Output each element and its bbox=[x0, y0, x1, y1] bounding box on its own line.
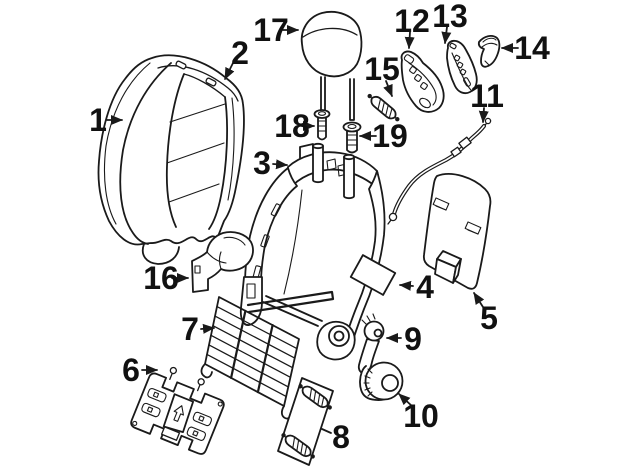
callout-15[interactable]: 15 bbox=[364, 51, 400, 97]
callout-number-2[interactable]: 2 bbox=[231, 35, 249, 71]
part-trim-cap bbox=[477, 35, 501, 68]
callout-arrow bbox=[200, 323, 215, 334]
callout-number-17[interactable]: 17 bbox=[253, 12, 289, 48]
callout-number-5[interactable]: 5 bbox=[480, 300, 498, 336]
callout-number-12[interactable]: 12 bbox=[394, 3, 430, 39]
callout-11[interactable]: 11 bbox=[470, 78, 504, 123]
callout-number-10[interactable]: 10 bbox=[403, 398, 439, 434]
callout-3[interactable]: 3 bbox=[253, 145, 288, 181]
callout-6[interactable]: 6 bbox=[122, 352, 158, 388]
part-back-panel bbox=[422, 173, 492, 290]
callout-14[interactable]: 14 bbox=[501, 30, 550, 66]
callout-1[interactable]: 1 bbox=[89, 102, 123, 138]
part-adjuster-knob bbox=[359, 361, 404, 401]
part-guide-sleeve bbox=[342, 121, 362, 154]
callout-number-11[interactable]: 11 bbox=[470, 78, 504, 114]
callout-arrow bbox=[383, 80, 393, 97]
callout-number-7[interactable]: 7 bbox=[181, 311, 199, 347]
part-side-shield-inner bbox=[446, 39, 478, 95]
callout-7[interactable]: 7 bbox=[181, 311, 215, 347]
callout-8[interactable]: 8 bbox=[321, 419, 350, 455]
callout-number-15[interactable]: 15 bbox=[364, 51, 400, 87]
part-side-shield-outer bbox=[400, 50, 445, 113]
callout-arrow bbox=[398, 393, 414, 408]
part-guide-pin bbox=[313, 109, 331, 141]
callout-number-1[interactable]: 1 bbox=[89, 102, 107, 138]
callout-arrow bbox=[473, 292, 485, 308]
callout-number-3[interactable]: 3 bbox=[253, 145, 271, 181]
callout-2[interactable]: 2 bbox=[224, 35, 249, 80]
part-seat-back-frame bbox=[239, 142, 386, 361]
callout-13[interactable]: 13 bbox=[432, 0, 468, 44]
part-spring-kit bbox=[277, 377, 336, 466]
callout-number-9[interactable]: 9 bbox=[404, 321, 422, 357]
callout-16[interactable]: 16 bbox=[143, 260, 189, 296]
callout-arrow bbox=[404, 31, 415, 49]
callout-number-4[interactable]: 4 bbox=[416, 269, 434, 305]
part-headrest bbox=[300, 11, 363, 121]
callout-4[interactable]: 4 bbox=[399, 269, 434, 305]
part-recliner-cover bbox=[191, 231, 254, 293]
part-lumbar-support-plate bbox=[130, 366, 225, 455]
part-label-patch bbox=[349, 254, 397, 296]
part-release-cable bbox=[387, 117, 492, 225]
callout-number-19[interactable]: 19 bbox=[372, 118, 408, 154]
callout-leader bbox=[321, 428, 332, 434]
callout-12[interactable]: 12 bbox=[394, 3, 430, 49]
callout-number-14[interactable]: 14 bbox=[514, 30, 550, 66]
callout-18[interactable]: 18 bbox=[274, 108, 315, 144]
callout-arrow bbox=[272, 159, 288, 170]
callout-arrow bbox=[399, 280, 414, 291]
callout-number-6[interactable]: 6 bbox=[122, 352, 140, 388]
callout-number-8[interactable]: 8 bbox=[332, 419, 350, 455]
callout-number-16[interactable]: 16 bbox=[143, 260, 179, 296]
callout-number-18[interactable]: 18 bbox=[274, 108, 310, 144]
callout-10[interactable]: 10 bbox=[398, 393, 439, 434]
callout-19[interactable]: 19 bbox=[359, 118, 408, 154]
callout-arrow bbox=[224, 62, 235, 80]
callout-9[interactable]: 9 bbox=[386, 321, 422, 357]
callout-arrow bbox=[478, 107, 489, 123]
part-lumbar-wire-mat bbox=[200, 296, 300, 420]
callout-5[interactable]: 5 bbox=[473, 292, 498, 336]
callout-17[interactable]: 17 bbox=[253, 12, 299, 48]
callout-arrow bbox=[441, 26, 452, 44]
part-seat-back-cover bbox=[97, 54, 245, 265]
callout-number-13[interactable]: 13 bbox=[432, 0, 468, 34]
